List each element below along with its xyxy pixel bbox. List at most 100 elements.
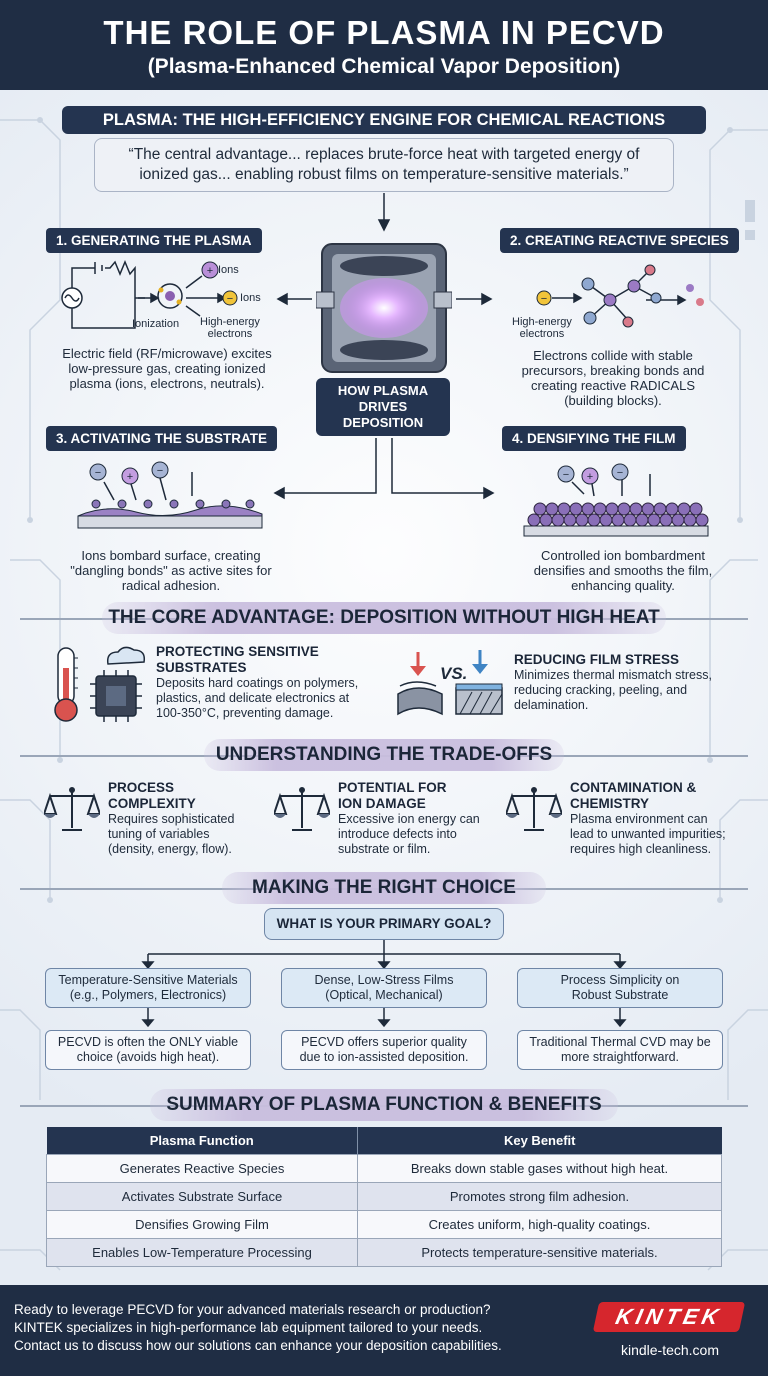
title-line: REDUCING FILM STRESS: [514, 652, 680, 667]
table-cell: Densifies Growing Film: [46, 1209, 358, 1239]
tradeoff-2-desc: Excessive ion energy can introduce defec…: [338, 812, 480, 857]
ions-label-2: Ions: [240, 292, 261, 304]
core-item-1-desc: Deposits hard coatings on polymers, plas…: [156, 676, 358, 721]
engine-quote: “The central advantage... replaces brute…: [94, 138, 674, 192]
website-link[interactable]: kindle-tech.com: [620, 1342, 720, 1358]
svg-text:+: +: [127, 471, 133, 483]
molecule-breaking-icon: −: [536, 264, 704, 328]
desc-line: reducing cracking, peeling, and: [514, 683, 688, 697]
goal-line: (Optical, Mechanical): [325, 988, 443, 1002]
electrons-label-2: High-energy electrons: [512, 316, 572, 340]
footer-line: Ready to leverage PECVD for your advance…: [14, 1302, 491, 1317]
thermometer-chip-icon: [54, 646, 146, 722]
desc-line: (density, energy, flow).: [108, 842, 232, 856]
substrate-activation-icon: − + −: [77, 461, 263, 529]
page-subtitle: (Plasma-Enhanced Chemical Vapor Depositi…: [147, 55, 621, 78]
svg-text:−: −: [95, 467, 101, 479]
title-line: COMPLEXITY: [108, 796, 196, 811]
quote-line: ionized gas... enabling robust films on …: [139, 166, 629, 183]
primary-goal-question: WHAT IS YOUR PRIMARY GOAL?: [264, 908, 504, 940]
goal-option-1: Temperature-Sensitive Materials (e.g., P…: [45, 968, 251, 1008]
title-line: POTENTIAL FOR: [338, 780, 447, 795]
center-label-line: DEPOSITION: [342, 415, 424, 430]
desc-line: creating reactive RADICALS: [530, 378, 695, 393]
desc-line: precursors, breaking bonds and: [521, 363, 705, 378]
plasma-chamber-icon: [316, 243, 452, 373]
tradeoff-2-title: POTENTIAL FOR ION DAMAGE: [338, 780, 447, 812]
ionization-label: Ionization: [132, 318, 180, 330]
desc-line: Plasma environment can: [570, 812, 708, 826]
desc-line: plastics, and delicate electronics at: [156, 691, 350, 705]
desc-line: densifies and smooths the film,: [533, 563, 713, 578]
svg-text:+: +: [587, 471, 593, 483]
desc-line: delamination.: [514, 698, 589, 712]
core-title: THE CORE ADVANTAGE: DEPOSITION WITHOUT H…: [102, 602, 666, 634]
title-line: CONTAMINATION &: [570, 780, 697, 795]
film-stress-icon: [397, 650, 503, 716]
table-header-cell: Key Benefit: [357, 1127, 722, 1154]
svg-text:−: −: [617, 467, 623, 479]
summary-title: SUMMARY OF PLASMA FUNCTION & BENEFITS: [150, 1089, 618, 1121]
goal-line: Robust Substrate: [571, 988, 669, 1002]
goal-line: Temperature-Sensitive Materials: [58, 973, 238, 987]
step-2-label: 2. CREATING REACTIVE SPECIES: [500, 228, 739, 253]
balance-scale-icon: [44, 787, 100, 831]
electrons-label-line: electrons: [207, 328, 253, 340]
tradeoff-3-title: CONTAMINATION & CHEMISTRY: [570, 780, 696, 812]
svg-text:−: −: [541, 293, 547, 305]
balance-scale-icon: [506, 787, 562, 831]
table-cell: Generates Reactive Species: [46, 1153, 358, 1183]
result-line: PECVD is often the ONLY viable: [57, 1035, 239, 1049]
process-connectors: [273, 193, 495, 500]
vs-label: VS.: [440, 664, 468, 683]
goal-result-2: PECVD offers superior quality due to ion…: [281, 1030, 487, 1070]
result-line: more straightforward.: [560, 1050, 680, 1064]
tradeoff-1-title: PROCESS COMPLEXITY: [108, 780, 196, 812]
step-2-desc: Electrons collide with stable precursors…: [488, 348, 738, 408]
desc-line: Electric field (RF/microwave) excites: [62, 346, 272, 361]
desc-line: low-pressure gas, creating ionized: [68, 361, 266, 376]
footer-line: Contact us to discuss how our solutions …: [14, 1338, 502, 1353]
desc-line: "dangling bonds" as active sites for: [70, 563, 272, 578]
step-3-desc: Ions bombard surface, creating "dangling…: [40, 548, 302, 593]
center-label-line: DRIVES: [358, 399, 408, 414]
desc-line: 100-350°C, preventing damage.: [156, 706, 334, 720]
electrons-label-line: High-energy: [512, 316, 572, 328]
desc-line: lead to unwanted impurities;: [570, 827, 726, 841]
desc-line: Excessive ion energy can: [338, 812, 480, 826]
kintek-logo[interactable]: KINTEK: [592, 1302, 746, 1332]
center-label: HOW PLASMA DRIVES DEPOSITION: [316, 378, 450, 436]
desc-line: plasma (ions, electrons, neutrals).: [69, 376, 265, 391]
result-line: Traditional Thermal CVD may be: [529, 1035, 711, 1049]
table-row: Activates Substrate Surface Promotes str…: [46, 1181, 723, 1211]
tradeoff-3-desc: Plasma environment can lead to unwanted …: [570, 812, 726, 857]
desc-line: substrate or film.: [338, 842, 431, 856]
goal-result-1: PECVD is often the ONLY viable choice (a…: [45, 1030, 251, 1070]
table-row: Densifies Growing Film Creates uniform, …: [46, 1209, 723, 1239]
core-item-2-title: REDUCING FILM STRESS: [514, 652, 679, 668]
balance-scale-icon: [274, 787, 330, 831]
summary-table: Plasma Function Key Benefit Generates Re…: [46, 1127, 723, 1267]
desc-line: radical adhesion.: [121, 578, 221, 593]
electrons-label-line: High-energy: [200, 316, 260, 328]
electrons-label-line: electrons: [519, 328, 565, 340]
engine-title: PLASMA: THE HIGH-EFFICIENCY ENGINE FOR C…: [62, 106, 706, 134]
result-line: choice (avoids high heat).: [76, 1050, 220, 1064]
table-cell: Enables Low-Temperature Processing: [46, 1237, 358, 1267]
desc-line: (building blocks).: [564, 393, 662, 408]
desc-line: tuning of variables: [108, 827, 210, 841]
goal-line: Dense, Low-Stress Films: [314, 973, 454, 987]
choice-connectors: [141, 940, 627, 1028]
table-cell: Protects temperature-sensitive materials…: [356, 1237, 723, 1267]
table-row: Enables Low-Temperature Processing Prote…: [46, 1237, 723, 1267]
desc-line: Controlled ion bombardment: [540, 548, 706, 563]
desc-line: requires high cleanliness.: [570, 842, 712, 856]
header: THE ROLE OF PLASMA IN PECVD (Plasma-Enha…: [0, 0, 768, 90]
desc-line: Deposits hard coatings on polymers,: [156, 676, 359, 690]
step-3-label: 3. ACTIVATING THE SUBSTRATE: [46, 426, 278, 451]
page-title: THE ROLE OF PLASMA IN PECVD: [103, 14, 665, 51]
table-row: Generates Reactive Species Breaks down s…: [46, 1153, 723, 1183]
core-item-1-title: PROTECTING SENSITIVE SUBSTRATES: [156, 644, 319, 676]
title-line: PROCESS: [108, 780, 175, 795]
